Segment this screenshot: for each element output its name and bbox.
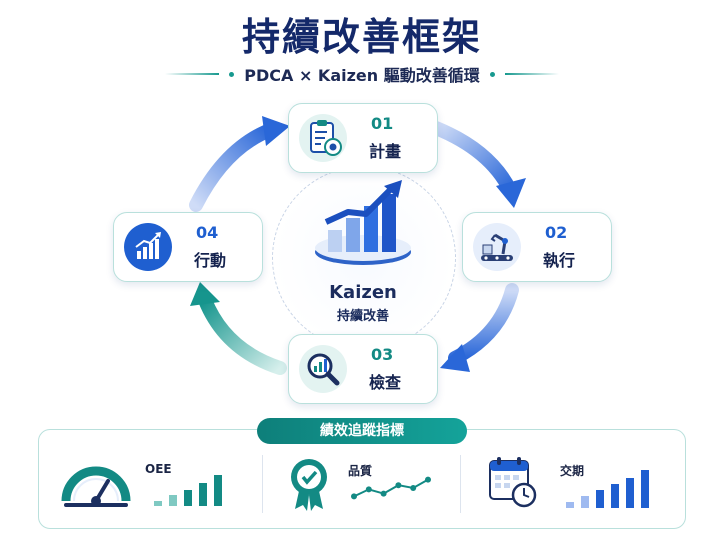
step-card-act: 04 行動 <box>113 212 263 282</box>
kpi-bar <box>626 478 634 508</box>
step-label: 執行 <box>543 251 576 270</box>
step-number: 04 <box>196 223 219 242</box>
quality-line <box>353 478 429 498</box>
step-card-do: 02 執行 <box>462 212 612 282</box>
robot-arm-conveyor-icon <box>473 223 521 271</box>
kpi-label-delivery: 交期 <box>560 464 585 478</box>
kpi-label-quality: 品質 <box>348 464 373 478</box>
gauge-icon <box>61 466 131 507</box>
kpi-bar <box>581 496 589 508</box>
kpi-divider <box>460 455 461 513</box>
step-number: 01 <box>371 114 394 133</box>
magnifier-chart-icon <box>299 345 347 393</box>
kpi-bar <box>214 475 222 506</box>
kpi-bar <box>611 484 619 508</box>
kpi-divider <box>262 455 263 513</box>
quality-point <box>410 485 417 491</box>
arrow-plan-to-do <box>429 121 517 197</box>
kpi-bar <box>596 490 604 508</box>
kpi-label-oee: OEE <box>145 462 172 476</box>
kpi-bar <box>566 502 574 508</box>
quality-point <box>365 486 372 493</box>
rising-bars-icon <box>124 223 172 271</box>
step-card-check: 03 檢查 <box>288 334 438 404</box>
center-subtitle: 持續改善 <box>336 309 389 324</box>
kpi-bar <box>184 490 192 506</box>
quality-point <box>395 482 402 489</box>
kpi-title: 績效追蹤指標 <box>257 418 467 444</box>
quality-point <box>425 476 431 483</box>
subtitle-row: PDCA × Kaizen 驅動改善循環 <box>150 62 574 86</box>
delivery-bar-chart <box>566 466 662 508</box>
oee-bar-chart <box>154 470 234 506</box>
arrow-do-to-check <box>448 283 519 365</box>
step-label: 檢查 <box>369 373 402 392</box>
step-number: 02 <box>545 223 568 242</box>
page-title: 持續改善框架 <box>241 15 482 59</box>
clipboard-target-icon <box>299 114 347 162</box>
kpi-bar <box>641 470 649 508</box>
arrow-check-to-act <box>198 293 287 375</box>
arrow-act-to-plan <box>189 123 277 212</box>
step-label: 計畫 <box>369 142 402 161</box>
step-card-plan: 01 計畫 <box>288 103 438 173</box>
center-title: Kaizen <box>329 282 397 303</box>
page-subtitle: PDCA × Kaizen 驅動改善循環 <box>244 66 480 85</box>
kpi-bar <box>199 483 207 506</box>
quality-point <box>351 493 357 500</box>
quality-badge-icon <box>291 459 327 511</box>
step-label: 行動 <box>194 251 227 270</box>
calendar-clock-icon <box>489 457 537 508</box>
quality-point <box>380 490 387 497</box>
subtitle-line-left <box>165 73 220 75</box>
kpi-bar <box>169 495 177 506</box>
subtitle-dot-left <box>229 71 235 77</box>
kpi-bar <box>154 501 162 506</box>
step-number: 03 <box>371 345 394 364</box>
subtitle-dot-right <box>489 71 495 77</box>
subtitle-line-right <box>504 73 559 75</box>
quality-line-chart <box>351 476 431 500</box>
rising-chart-icon <box>315 180 411 265</box>
